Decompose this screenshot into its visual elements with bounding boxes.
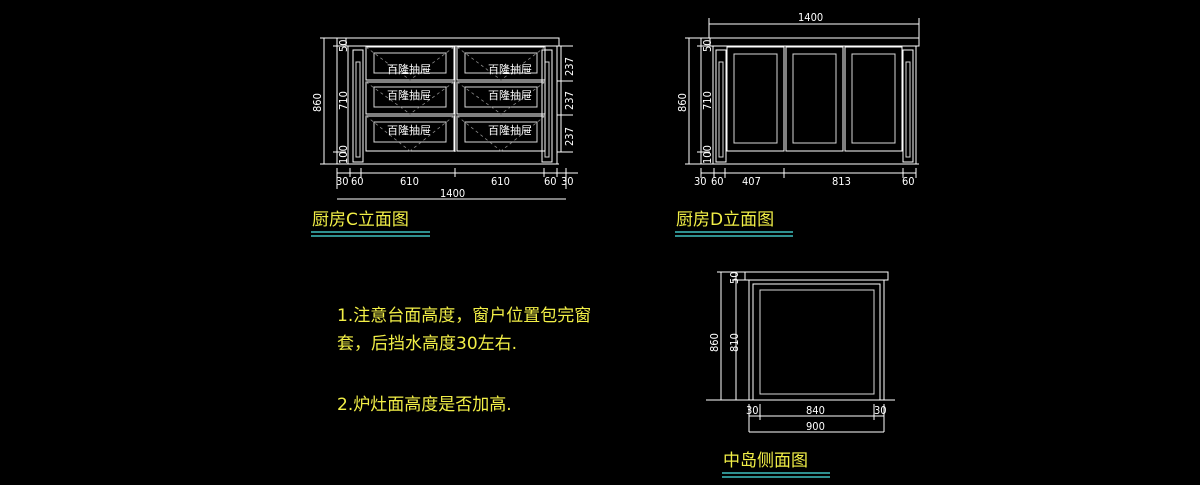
left-height-dimensions: 860 50 710 100 [676,37,714,165]
drawer-row-3: 百隆抽屉 百隆抽屉 [365,115,546,152]
elevation-c-title: 厨房C立面图 [312,210,409,230]
width-dimensions: 30 60 407 813 60 [694,168,917,188]
top-height-label: 50 [337,39,350,52]
top-height-label: 50 [728,271,741,284]
body-height-label: 810 [728,333,741,352]
overall-height-label: 860 [708,333,721,352]
left-height-dimensions: 860 50 710 100 [311,37,350,165]
note-1-line-1: 1.注意台面高度，窗户位置包完窗 [337,306,591,326]
top-height-label: 50 [701,39,714,52]
width-label: 610 [400,175,419,188]
cabinet-body [752,283,881,401]
drawer-label: 百隆抽屉 [387,123,431,137]
width-label: 610 [491,175,510,188]
left-pilaster [352,49,364,163]
drawer-label: 百隆抽屉 [387,62,431,76]
side-panel [759,289,875,395]
drawer-label: 百隆抽屉 [488,88,532,102]
width-label: 60 [902,175,915,188]
drawer-height-label: 237 [563,57,576,76]
right-pilaster [541,49,553,163]
total-width-label: 900 [806,420,825,433]
note-1-line-2: 套，后挡水高度30左右. [337,334,517,354]
left-pilaster [715,49,727,163]
note-2: 2.炉灶面高度是否加高. [337,395,512,415]
left-height-dimensions: 860 50 810 [708,271,745,400]
island-side-title: 中岛侧面图 [723,451,808,471]
total-width-label: 1400 [440,187,465,200]
width-label: 813 [832,175,851,188]
middle-height-label: 710 [337,91,350,110]
overall-height-label: 860 [676,93,689,112]
width-dimensions: 30 840 30 900 [746,404,887,433]
drawer-row-2: 百隆抽屉 百隆抽屉 [365,81,546,115]
elevation-d-title: 厨房D立面图 [676,210,774,230]
drawer-label: 百隆抽屉 [488,62,532,76]
width-label: 30 [746,404,759,417]
cabinet-body [712,45,917,165]
drawer-height-label: 237 [563,127,576,146]
drawer-label: 百隆抽屉 [488,123,532,137]
bottom-height-label: 100 [337,145,350,164]
overall-height-label: 860 [311,93,324,112]
drawer-height-dimensions: 237 237 237 [557,45,576,153]
width-label: 60 [711,175,724,188]
width-label: 840 [806,404,825,417]
right-pilaster [902,49,914,163]
countertop [744,271,889,281]
elevation-d: 1400 860 50 710 [675,11,920,237]
bottom-height-label: 100 [701,145,714,164]
width-label: 60 [351,175,364,188]
width-label: 60 [544,175,557,188]
middle-height-label: 710 [701,91,714,110]
width-label: 30 [694,175,707,188]
drawer-height-label: 237 [563,91,576,110]
width-label: 407 [742,175,761,188]
elevation-c: 百隆抽屉 百隆抽屉 百隆抽屉 百隆抽屉 百隆抽屉 百隆抽屉 [311,37,578,237]
countertop [709,37,920,47]
door-panels [726,46,903,152]
width-label: 30 [874,404,887,417]
width-label: 30 [561,175,574,188]
design-notes: 1.注意台面高度，窗户位置包完窗 套，后挡水高度30左右. 2.炉灶面高度是否加… [337,306,591,415]
width-label: 30 [336,175,349,188]
drawer-label: 百隆抽屉 [387,88,431,102]
countertop [345,37,560,47]
island-side-view: 860 50 810 30 840 30 900 中岛侧面图 [706,271,895,478]
width-dimensions: 30 60 610 610 60 30 1400 [336,168,578,200]
top-width-label: 1400 [798,11,823,24]
drawer-row-1: 百隆抽屉 百隆抽屉 [365,46,546,81]
